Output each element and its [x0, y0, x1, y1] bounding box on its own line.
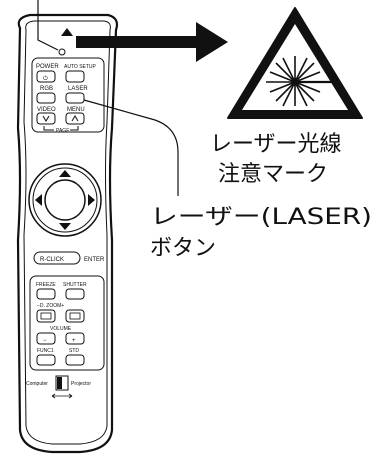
zoom-label: −D. ZOOM+: [37, 303, 64, 309]
page-label: PAGE: [56, 128, 70, 134]
leader-line-laser-button: [83, 99, 179, 196]
dpad-left-icon[interactable]: [35, 194, 42, 206]
shutter-button[interactable]: [65, 288, 85, 300]
volume-label: VOLUME: [50, 326, 72, 332]
volume-up-button[interactable]: [65, 332, 85, 345]
freeze-label: FREEZE: [36, 282, 56, 288]
func1-button[interactable]: [36, 354, 56, 366]
volume-down-button[interactable]: [36, 332, 56, 345]
laser-button-callout-line1: レーザー(LASER): [150, 205, 372, 230]
r-click-button[interactable]: [33, 251, 81, 265]
r-click-label: R-CLICK: [40, 257, 64, 263]
menu-label: MENU: [67, 107, 85, 113]
laser-button-callout-line2: ボタン: [150, 236, 216, 261]
dpad-center[interactable]: [44, 179, 86, 221]
zoom-in-icon: [69, 312, 81, 320]
zoom-out-button[interactable]: [36, 309, 56, 323]
rgb-button[interactable]: [36, 92, 56, 104]
indicator-lamp: [58, 48, 66, 56]
page-down-button[interactable]: [36, 112, 56, 125]
std-button[interactable]: [65, 354, 85, 366]
page-up-icon: [71, 115, 79, 122]
shutter-label: SHUTTER: [63, 282, 87, 288]
func1-label: FUNC1: [37, 348, 54, 354]
freeze-button[interactable]: [36, 288, 56, 300]
laser-button[interactable]: [65, 92, 85, 104]
auto-setup-label: AUTO SETUP: [64, 64, 97, 70]
zoom-out-icon: [40, 312, 52, 320]
lower-button-panel: [29, 275, 105, 371]
laser-warning-icon: [227, 7, 363, 119]
enter-label: ENTER: [84, 257, 105, 263]
dpad-ring-inner: [32, 167, 98, 233]
power-icon: ⏻: [43, 75, 48, 82]
mode-switch-knob: [57, 377, 62, 389]
video-label: VIDEO: [37, 107, 56, 113]
dpad-up-icon[interactable]: [59, 170, 71, 177]
volume-down-icon: −: [43, 338, 47, 344]
page-down-icon: [42, 115, 50, 122]
rgb-label: RGB: [40, 86, 53, 92]
laser-mark-callout-line1: レーザー光線: [210, 132, 342, 157]
auto-setup-button[interactable]: [65, 70, 85, 83]
top-button-panel: [31, 57, 105, 133]
projector-label: Projector: [71, 381, 91, 387]
volume-up-icon: +: [72, 338, 76, 344]
laser-mark-callout-line2: 注意マーク: [218, 162, 328, 187]
power-button[interactable]: [36, 70, 56, 83]
leader-line-top: [37, 0, 59, 51]
remote-inner-outline: [23, 20, 111, 445]
laser-emitter-icon: [61, 28, 73, 36]
right-arrow-icon: [76, 22, 228, 62]
page-bracket: [43, 126, 79, 131]
std-label: STD: [69, 348, 79, 354]
page-up-button[interactable]: [65, 112, 85, 125]
dpad-right-icon[interactable]: [88, 194, 95, 206]
computer-label: Computer: [26, 381, 48, 387]
laser-label: LASER: [68, 86, 88, 92]
zoom-in-button[interactable]: [65, 309, 85, 323]
switch-direction-arrow: [51, 393, 73, 399]
power-label: POWER: [36, 64, 59, 70]
dpad-down-icon[interactable]: [59, 223, 71, 230]
